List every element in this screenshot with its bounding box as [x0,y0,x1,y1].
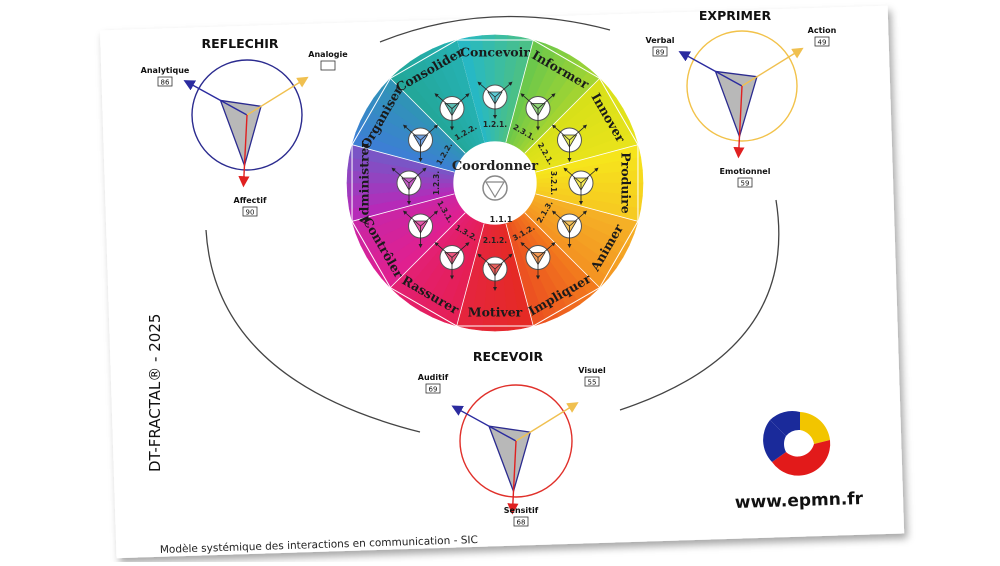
panel-title: REFLECHIR [201,36,278,51]
wheel-code: 1.2.3. [432,171,441,195]
axis-value-box [584,376,600,387]
axis-label: Affectif [234,196,267,205]
wheel-divider [505,223,534,327]
wheel-divider [390,78,466,154]
arc-left [205,229,421,433]
axis-value: 89 [656,49,665,57]
axis-label: Sensitif [504,506,539,515]
arc-right [619,199,780,411]
axis-value-box [652,46,668,57]
mini-triangle-icon [434,93,470,131]
center-triangle-icon [482,175,508,201]
role-wheel: Concevoir1.2.1.Informer2.3.1.Innover2.2.… [346,34,644,332]
mini-triangle-icon [520,93,556,131]
mini-triangle-icon [563,167,599,205]
center-circle [455,143,535,223]
mini-triangle-icon [434,242,470,280]
wheel-label[interactable]: Concevoir [460,45,530,60]
radar-shape [488,425,532,494]
axis-value: 49 [818,39,827,47]
axis-label: Analytique [141,66,190,75]
axis-label: Auditif [418,373,449,382]
arc-top [379,15,611,43]
wheel-label[interactable]: Administrer [357,140,372,226]
axis-label: Analogie [308,50,348,59]
epmn-logo [763,411,831,476]
axis-value-box [814,36,830,47]
axis-value-box [157,76,173,87]
wheel-divider [524,212,600,288]
axis-arrow [238,114,250,188]
wheel-code: 1.2.1. [483,120,507,129]
mini-triangle-icon [477,81,513,119]
axis-value: 68 [517,519,526,527]
center-hub: Coordonner 1.1.1 [452,143,538,224]
panel-title: RECEVOIR [473,349,544,364]
mini-triangle-icon [403,124,439,162]
wheel-border [351,39,639,327]
mini-triangle-icon [403,210,439,248]
axis-arrow [678,51,743,87]
axis-value: 86 [161,79,170,87]
axis-arrow [451,405,517,442]
axis-label: Visuel [578,366,606,375]
mini-triangle-icon [477,253,513,291]
axis-arrow [741,47,804,87]
axis-arrow [246,76,309,116]
wheel-divider [535,193,639,222]
mini-triangle-icon [551,210,587,248]
wheel-code: 2.1.2. [483,236,507,245]
center-label: Coordonner [452,159,538,174]
wheel-label[interactable]: Motiver [468,305,523,320]
axis-arrow [507,440,519,515]
wheel-divider [456,223,485,327]
wheel-label[interactable]: Produire [619,152,634,213]
wheel-divider [535,144,639,173]
mini-triangle-icon [551,124,587,162]
axis-label: Verbal [646,36,675,45]
side-copyright-text: DT-FRACTAL® - 2025 [146,314,164,472]
radar-shape [219,99,262,168]
axis-value: 55 [588,379,597,387]
axis-arrow [515,402,579,442]
wheel-code: 3.2.1. [549,171,558,195]
axis-label: Emotionnel [720,167,771,176]
axis-arrow [183,80,248,116]
wheel-divider [505,39,534,143]
wheel-divider [351,193,455,222]
axis-value-box [425,383,441,394]
panel-title: EXPRIMER [699,8,772,23]
axis-value: 69 [429,386,438,394]
center-mini-triangle-icon [484,181,506,199]
axis-value: 90 [246,209,255,217]
axis-value: 59 [741,180,750,188]
axis-arrow [733,85,745,159]
center-code: 1.1.1 [490,215,513,224]
website-url[interactable]: www.epmn.fr [735,489,864,513]
axis-value-box [320,60,336,71]
axis-label: Action [808,26,837,35]
axis-value-box [513,516,529,527]
wheel-divider [524,78,600,154]
wheel-divider [390,212,466,288]
mini-triangle-icon [391,167,427,205]
axis-value-box [242,206,258,217]
radar-shape [714,70,758,139]
axis-value-box [737,177,753,188]
mini-triangle-icon [520,242,556,280]
wheel-divider [351,144,455,173]
